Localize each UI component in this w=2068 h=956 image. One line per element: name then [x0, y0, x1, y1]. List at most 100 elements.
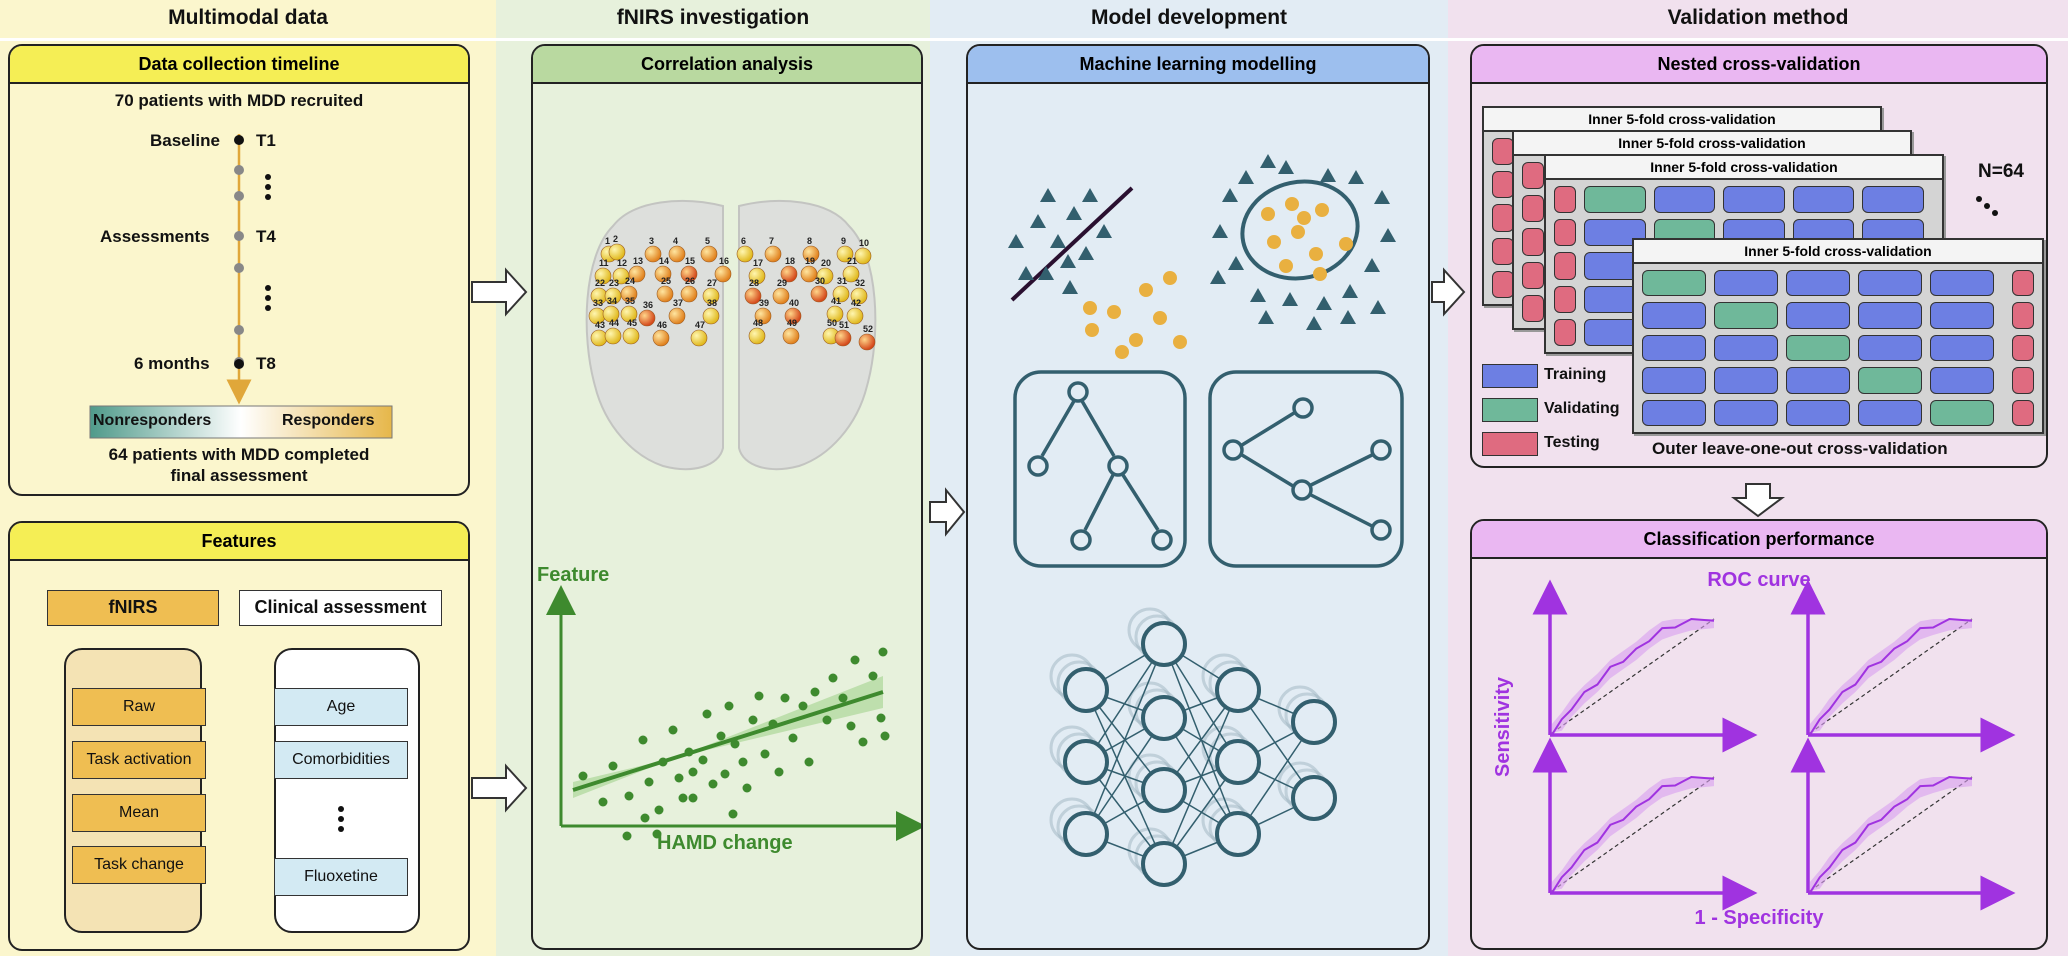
testing-fold [1554, 252, 1576, 280]
channel-number-label: 35 [625, 296, 635, 306]
class-a-triangle [1078, 246, 1094, 260]
scatter-point [810, 687, 820, 697]
channel-number-label: 25 [661, 276, 671, 286]
t8-label: T8 [256, 354, 276, 373]
neuron [1291, 775, 1337, 821]
channel-number-label: 28 [749, 278, 759, 288]
class-a-triangle [1260, 154, 1276, 168]
scatter-point [748, 715, 758, 725]
channel-optode [638, 309, 656, 327]
nonresponders-label: Nonresponders [93, 412, 212, 429]
class-a-triangle [1050, 234, 1066, 248]
correlation-title: Correlation analysis [533, 46, 921, 84]
linear-classifier-icon [1008, 186, 1187, 359]
training-fold [1858, 399, 1922, 426]
channel-number-label: 2 [613, 234, 618, 244]
kernel-classifier-icon [1210, 154, 1396, 330]
neuron-connection [1163, 689, 1239, 865]
testing-fold [1492, 237, 1514, 265]
channel-optode [668, 307, 686, 325]
channel-number-label: 48 [753, 318, 763, 328]
class-a-triangle [1238, 170, 1254, 184]
timeline-title: Data collection timeline [10, 46, 468, 84]
clinical-feature-label: Clinical assessment [239, 590, 442, 626]
scatter-point [654, 805, 664, 815]
channel-optode [680, 265, 698, 283]
channel-number-label: 10 [859, 238, 869, 248]
roc-subplot [1790, 737, 2016, 911]
class-a-triangle [1018, 266, 1034, 280]
class-a-triangle [1008, 234, 1024, 248]
class-a-triangle [1374, 190, 1390, 204]
class-a-triangle [1364, 258, 1380, 272]
channel-number-label: 43 [595, 320, 605, 330]
neuron [1141, 695, 1187, 741]
section-title-fnirs: fNIRS investigation [616, 6, 810, 29]
channel-optode [748, 267, 766, 285]
testing-fold [1554, 318, 1576, 346]
testing-fold [1554, 285, 1576, 313]
class-b-dot [1339, 237, 1353, 251]
class-a-triangle [1316, 296, 1332, 310]
class-a-triangle [1222, 188, 1238, 202]
channel-number-label: 7 [769, 236, 774, 246]
legend-validating-label: Validating [1544, 400, 1620, 417]
training-fold [1930, 334, 1994, 362]
channel-number-label: 3 [649, 236, 654, 246]
class-a-triangle [1082, 188, 1098, 202]
fnirs-item-task-change: Task change [72, 846, 206, 884]
decision-tree-icon-2 [1208, 370, 1404, 568]
scatter-point [788, 733, 798, 743]
channel-optode [784, 307, 802, 325]
class-a-triangle [1096, 224, 1112, 238]
training-fold [1714, 367, 1778, 394]
channel-number-label: 9 [841, 236, 846, 246]
scatter-point [688, 793, 698, 803]
validating-fold [1930, 399, 1994, 426]
channel-number-label: 50 [827, 318, 837, 328]
testing-fold [1522, 294, 1544, 322]
class-a-triangle [1370, 300, 1386, 314]
six-months-label: 6 months [134, 354, 210, 373]
channel-optode [858, 333, 876, 351]
clinical-item-comorbidities: Comorbidities [274, 741, 408, 779]
n-label: N=64 [1978, 161, 2024, 182]
channel-number-label: 20 [821, 258, 831, 268]
channel-optode [834, 329, 852, 347]
scatter-point [754, 691, 764, 701]
confidence-band [573, 676, 883, 798]
channel-optode [602, 305, 620, 323]
scatter-point [658, 757, 668, 767]
channel-number-label: 1 [605, 236, 610, 246]
t1-label: T1 [256, 131, 276, 150]
ml-illustrations [1008, 154, 1404, 887]
training-fold [1653, 186, 1716, 214]
validating-fold [1786, 334, 1850, 362]
channel-optode [622, 327, 640, 345]
testing-fold [2012, 302, 2034, 329]
channel-number-label: 24 [625, 276, 635, 286]
training-fold [1930, 302, 1994, 329]
channel-optode [652, 329, 670, 347]
class-b-dot [1279, 259, 1293, 273]
channel-optode [748, 327, 766, 345]
channel-optode [764, 245, 782, 263]
timeline-panel: Data collection timeline 70 patients wit… [8, 44, 470, 496]
training-fold [1858, 270, 1922, 297]
scatter-point [598, 797, 608, 807]
validating-fold [1584, 186, 1646, 214]
channel-number-label: 37 [673, 298, 683, 308]
channel-number-label: 22 [595, 278, 605, 288]
class-b-dot [1115, 345, 1129, 359]
scatter-point [868, 671, 878, 681]
class-a-triangle [1250, 288, 1266, 302]
n-ellipsis [1976, 196, 1998, 216]
channel-number-label: 51 [839, 320, 849, 330]
channel-number-label: 5 [705, 236, 710, 246]
scatter-point [768, 719, 778, 729]
brain-right-hemisphere [738, 199, 877, 471]
scatter-point [760, 749, 770, 759]
nested-cv-panel: Nested cross-validation N=64 Inner 5-fol… [1470, 44, 2048, 468]
scatter-point [624, 791, 634, 801]
